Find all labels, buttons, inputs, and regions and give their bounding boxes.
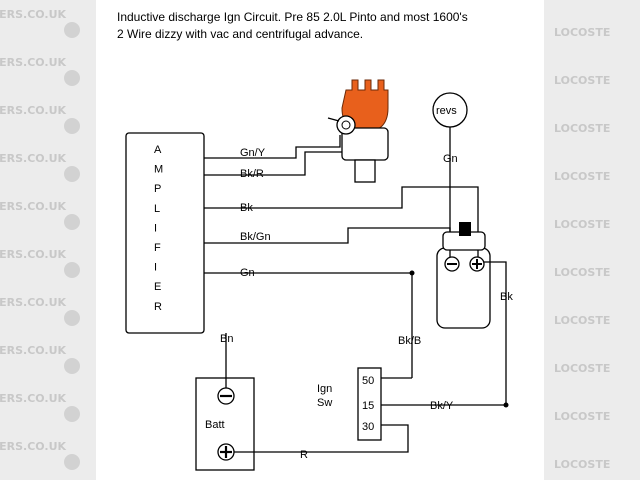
ign-terminal-30: 30 [362, 421, 374, 433]
ign-terminal-50: 50 [362, 375, 374, 387]
coil-terminal-neg [444, 256, 460, 272]
watermark-helmet-icon [64, 166, 80, 182]
battery-terminal-pos [217, 443, 235, 461]
watermark-helmet-icon [64, 70, 80, 86]
label-bk-b: Bk/B [398, 335, 421, 347]
junction-dot [409, 270, 415, 276]
wire-bk-coil [381, 261, 507, 406]
amplifier-box [125, 132, 205, 334]
watermark-text: LOCOSTE [554, 362, 611, 375]
watermark-helmet-icon [64, 22, 80, 38]
watermark-text: DERS.CO.UK [0, 344, 67, 357]
watermark-text: LOCOSTE [554, 170, 611, 183]
coil-terminal-pos [469, 256, 485, 272]
distributor-icon [327, 79, 389, 183]
watermark-text: DERS.CO.UK [0, 440, 67, 453]
wire-bk [204, 186, 479, 260]
amplifier-letter: F [154, 242, 161, 254]
watermark-text: LOCOSTE [554, 74, 611, 87]
label-bn: Bn [220, 333, 233, 345]
amplifier-letter: R [154, 301, 162, 313]
wire-gn [204, 272, 413, 378]
watermark-band-left: DERS.CO.UK DERS.CO.UK DERS.CO.UK DERS.CO.UK… [0, 0, 96, 480]
diagram-title-line-1: Inductive discharge Ign Circuit. Pre 85 … [117, 10, 468, 24]
coil-hv-tower [459, 222, 471, 236]
ign-switch-box [357, 367, 382, 441]
watermark-band-right: LOCOSTE LOCOSTE LOCOSTE LOCOSTE LOCOSTE LOCOS… [544, 0, 640, 480]
amplifier-letter: E [154, 281, 161, 293]
battery-box [195, 377, 255, 471]
watermark-helmet-icon [64, 214, 80, 230]
amplifier-letter: I [154, 222, 157, 234]
battery-label: Batt [205, 419, 225, 431]
wire-gn-y [204, 135, 341, 159]
label-bk-r: Bk/R [240, 168, 264, 180]
amplifier-letter: M [154, 164, 163, 176]
diagram-title-line-2: 2 Wire dizzy with vac and centrifugal ad… [117, 27, 364, 41]
watermark-helmet-icon [64, 358, 80, 374]
watermark-text: LOCOSTE [554, 26, 611, 39]
watermark-text: DERS.CO.UK [0, 8, 67, 21]
watermark-text: LOCOSTE [554, 122, 611, 135]
watermark-helmet-icon [64, 406, 80, 422]
watermark-text: LOCOSTE [554, 410, 611, 423]
amplifier-letter: P [154, 183, 161, 195]
label-bk-coil: Bk [500, 291, 513, 303]
battery-terminal-neg [217, 387, 235, 405]
ign-terminal-15: 15 [362, 400, 374, 412]
tacho-label: revs [436, 105, 457, 117]
watermark-text: DERS.CO.UK [0, 200, 67, 213]
watermark-text: DERS.CO.UK [0, 392, 67, 405]
label-gn: Gn [240, 267, 255, 279]
wire-r [232, 424, 409, 453]
label-bk-y: Bk/Y [430, 400, 454, 412]
watermark-helmet-icon [64, 118, 80, 134]
label-bk-gn: Bk/Gn [240, 231, 271, 243]
label-gn-revs: Gn [443, 153, 458, 165]
amplifier-letter: I [154, 262, 157, 274]
watermark-text: LOCOSTE [554, 218, 611, 231]
amplifier-letter: L [154, 203, 160, 215]
watermark-helmet-icon [64, 262, 80, 278]
watermark-helmet-icon [64, 310, 80, 326]
ign-switch-label-1: Ign [317, 383, 332, 395]
watermark-text: DERS.CO.UK [0, 56, 67, 69]
watermark-text: LOCOSTE [554, 314, 611, 327]
watermark-text: DERS.CO.UK [0, 104, 67, 117]
watermark-helmet-icon [64, 454, 80, 470]
label-bk: Bk [240, 202, 253, 214]
label-gn-y: Gn/Y [240, 147, 266, 159]
watermark-text: DERS.CO.UK [0, 296, 67, 309]
junction-dot [503, 402, 509, 408]
watermark-text: LOCOSTE [554, 458, 611, 471]
label-r: R [300, 449, 308, 461]
watermark-text: LOCOSTE [554, 266, 611, 279]
watermark-text: DERS.CO.UK [0, 248, 67, 261]
watermark-text: DERS.CO.UK [0, 152, 67, 165]
tacho-gauge [432, 92, 468, 128]
amplifier-letter: A [154, 144, 162, 156]
ign-switch-label-2: Sw [317, 397, 332, 409]
